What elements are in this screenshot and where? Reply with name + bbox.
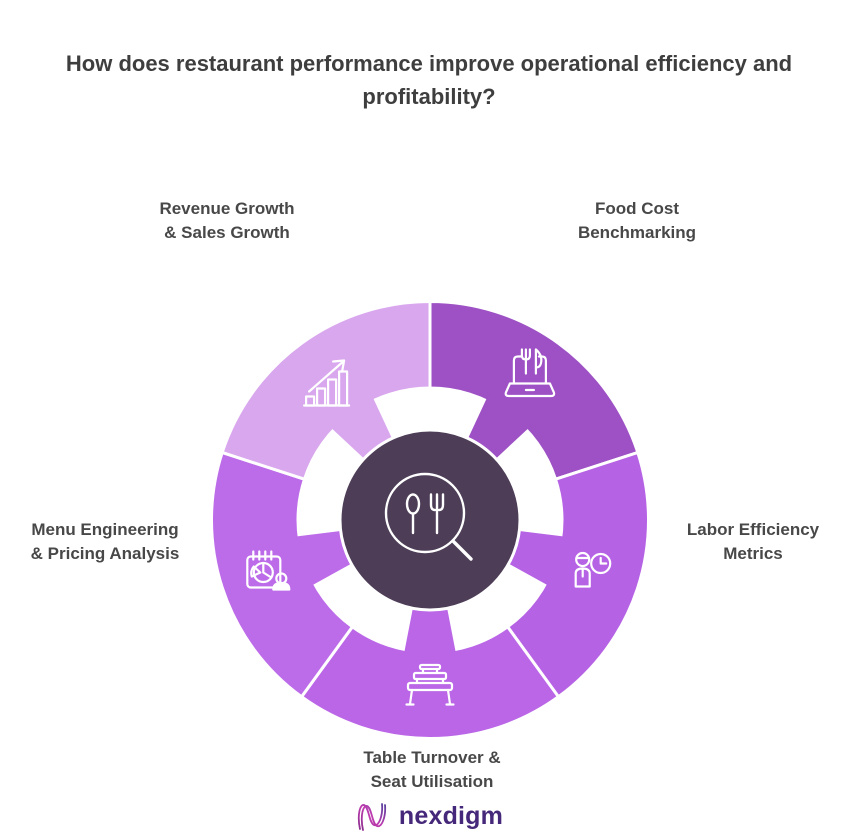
segment-labor-efficiency-metrics <box>505 450 650 699</box>
label-labor-efficiency: Labor Efficiency Metrics <box>686 520 820 563</box>
segment-spoke-table-turnover-seat-utilisation <box>403 602 457 660</box>
nexdigm-logo: nexdigm <box>0 799 859 833</box>
label-menu-engineering: Menu Engineering & Pricing Analysis <box>30 520 180 563</box>
logo-text: nexdigm <box>398 801 504 830</box>
nexdigm-logo-mark-icon <box>357 803 386 831</box>
center-circle <box>338 428 522 612</box>
page-title: How does restaurant performance improve … <box>65 51 793 109</box>
donut-chart <box>210 299 650 740</box>
label-table-turnover: Table Turnover & Seat Utilisation <box>363 748 501 791</box>
segment-spoke-labor-efficiency-metrics <box>503 530 568 588</box>
segment-spoke-menu-engineering-pricing-analysis <box>292 530 357 588</box>
label-food-cost: Food Cost Benchmarking <box>577 199 697 242</box>
label-revenue-growth: Revenue Growth & Sales Growth <box>159 199 295 242</box>
